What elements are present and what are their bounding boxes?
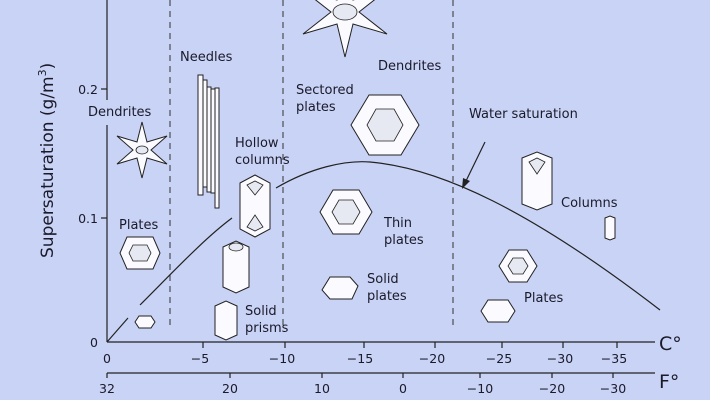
label-plates-right: Plates [524,291,564,306]
water-saturation-curve [106,161,661,343]
arrow-head-icon [462,178,470,189]
fahrenheit-unit: F° [659,371,679,393]
y-tick-0: 0 [90,335,98,350]
label-dendrites-left: Dendrites [88,105,152,120]
label-water-saturation: Water saturation [469,107,578,122]
c-tick: −35 [601,351,627,366]
plate-crystal-right-small [480,299,516,323]
solid-prism-crystal [214,300,238,341]
x-axis-fahrenheit: 32 20 10 0 −10 −20 −30 F° [99,371,679,396]
label-columns: Columns [561,196,618,211]
f-tick: −10 [467,381,493,396]
y-tick-0.2: 0.2 [78,82,98,97]
y-tick-0.1: 0.1 [78,211,98,226]
f-tick: 0 [399,381,407,396]
plate-crystal-left [119,236,161,270]
dendrite-crystal-left [116,121,168,179]
small-plate-crystal [134,315,156,329]
solid-plate-crystal [321,276,359,300]
y-axis-label: Supersaturation (g/m3) [36,63,58,258]
label-dendrites-top: Dendrites [378,59,442,74]
needle-crystals [197,74,220,209]
celsius-unit: C° [659,333,682,355]
f-tick: −20 [539,381,565,396]
f-tick: −30 [600,381,626,396]
dendrite-crystal-top [302,0,388,58]
water-saturation-arrow [464,141,486,184]
f-tick: 32 [99,381,115,396]
column-crystal-large [521,151,553,211]
c-tick: −10 [269,351,295,366]
x-axis-celsius: 0 −5 −10 −15 −20 −25 −30 −35 C° [103,333,682,366]
f-tick: 10 [314,381,330,396]
f-tick: 20 [222,381,238,396]
c-tick: −5 [191,351,209,366]
hollow-column-crystal [239,174,271,238]
c-tick: −30 [547,351,573,366]
label-needles: Needles [180,50,233,65]
label-plates-left: Plates [119,218,159,233]
c-tick: −25 [486,351,512,366]
thin-plate-crystal [319,189,373,235]
column-crystal-small [604,215,616,241]
c-tick: 0 [103,351,111,366]
sectored-plate-crystal [350,94,420,156]
c-tick: −15 [347,351,373,366]
c-tick: −20 [419,351,445,366]
y-axis: 0 0.1 0.2 Supersaturation (g/m3) [36,0,108,350]
solid-prism-crystal-tall [222,240,250,294]
plate-crystal-right [498,249,538,283]
